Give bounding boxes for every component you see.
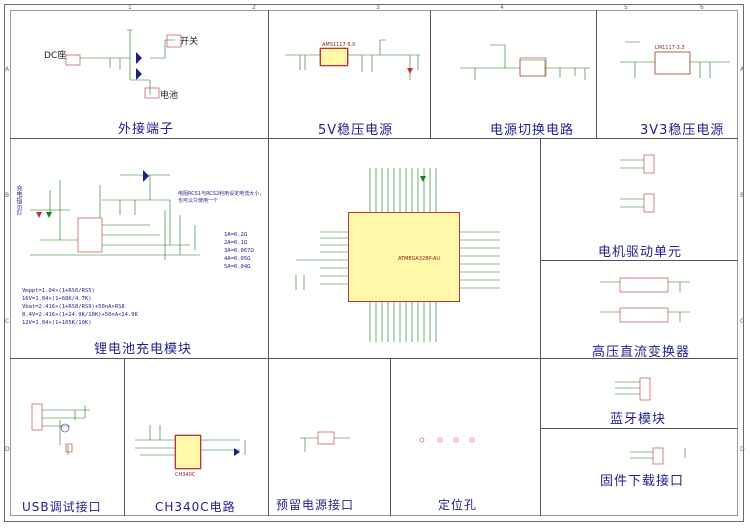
- zone-row-c-right: C: [740, 318, 745, 325]
- col-divider-c4: [540, 358, 541, 516]
- regulator-3v3-part: LM1117-3.3: [655, 45, 685, 51]
- charge-indicator-label: 充电指示灯: [15, 185, 22, 215]
- zone-row-c: C: [5, 318, 10, 325]
- mcu-part-label: ATMEGA328P-AU: [398, 256, 441, 262]
- title-hv-boost: 高压直流变换器: [592, 345, 691, 360]
- title-5v-regulator: 5V稳压电源: [318, 123, 394, 138]
- battery-label: 电池: [160, 91, 179, 101]
- charge-table-row: 3A=0.067Ω: [224, 248, 254, 254]
- row-divider-1: [10, 138, 738, 139]
- charge-table-row: 1A=0.2Ω: [224, 232, 248, 238]
- col-divider-a2: [430, 10, 431, 138]
- charge-table-row: 4A=0.05Ω: [224, 256, 251, 262]
- regulator-5v-part: AMS1117-5.0: [322, 42, 356, 48]
- col-divider-a3: [596, 10, 597, 138]
- dc-jack-label: DC座: [44, 51, 67, 61]
- regulator-5v-chip: [320, 48, 348, 66]
- charge-formula: 12V=1.04×(1+105K/10K): [22, 320, 92, 326]
- charge-formula: 8.4V=2.416×(1+24.9K/10K)+50nA×24.9K: [22, 312, 138, 318]
- charge-formula: 16V=1.04×(1+68K/4.7K): [22, 296, 92, 302]
- zone-row-b-right: B: [740, 192, 745, 199]
- title-motor-driver: 电机驱动单元: [598, 245, 683, 260]
- col-divider-b1: [268, 138, 269, 358]
- zone-row-d-right: D: [740, 446, 745, 453]
- title-reserved-power: 预留电源接口: [276, 498, 355, 512]
- title-power-switch: 电源切换电路: [490, 123, 575, 138]
- zone-row-a-right: A: [740, 66, 745, 73]
- outer-border: [4, 4, 744, 522]
- zone-col-1: 1: [128, 4, 132, 11]
- zone-col-5: 5: [624, 4, 628, 11]
- col-divider-a1: [268, 10, 269, 138]
- zone-row-a: A: [5, 66, 10, 73]
- charge-table-row: 2A=0.1Ω: [224, 240, 248, 246]
- title-dc-input: 外接端子: [118, 122, 175, 137]
- title-ch340c: CH340C电路: [155, 500, 236, 514]
- zone-col-3: 3: [376, 4, 380, 11]
- zone-col-6: 6: [700, 4, 704, 11]
- ch340-part: CH340C: [175, 472, 196, 478]
- mcu-chip: [348, 212, 460, 302]
- charge-formula: Vbat=2.416×(1+RS8/RS9)+50nA×RS8: [22, 304, 125, 310]
- col-divider-c1: [124, 358, 125, 516]
- title-firmware: 固件下载接口: [600, 474, 685, 489]
- zone-col-2: 2: [252, 4, 256, 11]
- col-divider-b2: [540, 138, 541, 358]
- zone-col-4: 4: [500, 4, 504, 11]
- title-3v3-regulator: 3V3稳压电源: [640, 123, 725, 138]
- title-bluetooth: 蓝牙模块: [610, 412, 667, 427]
- title-charger: 锂电池充电模块: [94, 342, 193, 357]
- zone-row-b: B: [5, 192, 10, 199]
- right-divider-b1: [540, 260, 738, 261]
- switch-label: 开关: [180, 37, 199, 47]
- col-divider-c3: [390, 358, 391, 516]
- right-divider-c1: [540, 428, 738, 429]
- title-mounting-holes: 定位孔: [438, 498, 478, 512]
- title-usb-debug: USB调试接口: [22, 500, 102, 514]
- zone-row-d: D: [5, 446, 10, 453]
- inner-border: [10, 10, 738, 516]
- charge-formula: Vmppt=1.04×(1+RS6/RS5): [22, 288, 95, 294]
- charge-note: 电阻RCS1与RCS2利用设定电流大小，也可以只使用一个: [178, 191, 265, 204]
- row-divider-2: [10, 358, 738, 359]
- col-divider-c2: [268, 358, 269, 516]
- ch340-chip: [175, 435, 201, 469]
- charge-table-row: 5A=0.04Ω: [224, 264, 251, 270]
